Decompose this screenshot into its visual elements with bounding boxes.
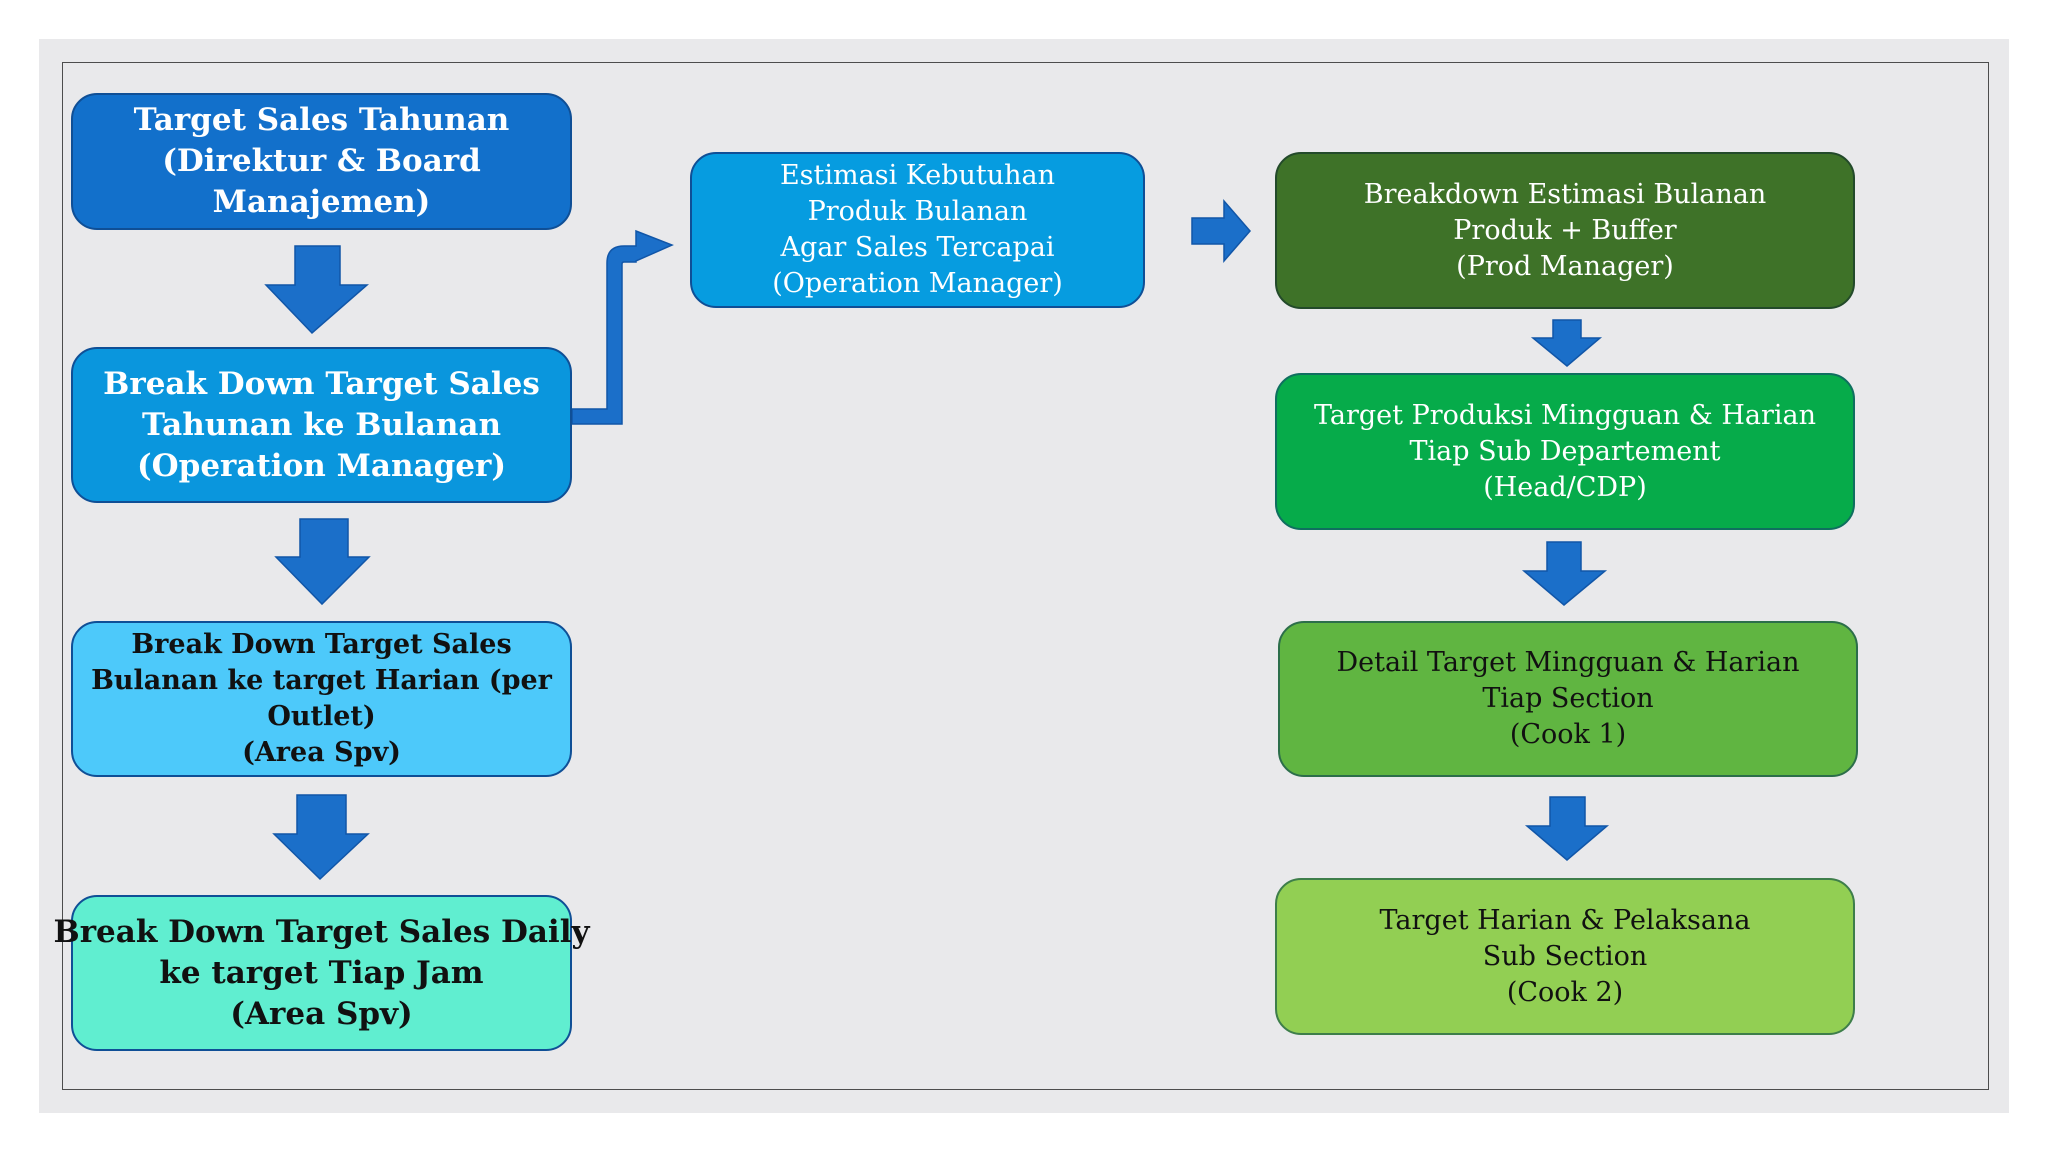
arrow-down-l1-l2 [264,245,369,335]
box-text-line: Manajemen) [212,184,431,220]
arrow-right-m1-r1 [1191,198,1251,264]
box-text-line: Tahunan ke Bulanan [142,406,501,443]
box-text-line: (Operation Manager) [772,268,1063,299]
box-text-line: (Cook 2) [1506,976,1624,1008]
box-text-line: (Head/CDP) [1483,471,1647,503]
box-text-line: Agar Sales Tercapai [780,232,1055,263]
box-breakdown-daily-jam: Break Down Target Sales Daily ke target T… [54,895,590,1051]
box-text-line: Break Down Target Sales Daily [53,913,590,950]
box-text-line: Target Sales Tahunan [133,102,510,138]
box-text-line: Breakdown Estimasi Bulanan [1363,178,1767,210]
arrow-down-r2-r3 [1521,541,1608,606]
box-text-line: Target Produksi Mingguan & Harian [1313,399,1817,431]
arrow-down-r1-r2 [1530,319,1603,367]
arrow-bent-l2-m1 [571,229,674,425]
box-text-line: Sub Section [1482,940,1648,972]
box-text-line: Tiap Sub Departement [1409,435,1721,467]
box-text-line: Produk Bulanan [807,196,1028,227]
box-text-line: Produk + Buffer [1453,214,1677,246]
box-text-line: (Operation Manager) [136,447,507,484]
arrow-down-l2-l3 [274,518,371,606]
box-text-line: (Prod Manager) [1456,250,1674,282]
box-text-line: ke target Tiap Jam [159,954,484,991]
arrow-down-l3-l4 [272,794,370,881]
box-text-line: Tiap Section [1482,683,1654,714]
box-text-line: Detail Target Mingguan & Harian [1336,647,1800,678]
box-text-line: Bulanan ke target Harian (per [91,665,552,696]
box-text-line: Estimasi Kebutuhan [779,160,1056,191]
box-text-line: Break Down Target Sales [131,629,512,660]
box-text-line: (Cook 1) [1509,719,1627,750]
box-text-line: (Direktur & Board [162,143,481,179]
box-text-line: Break Down Target Sales [103,365,540,402]
box-text-line: Target Harian & Pelaksana [1379,904,1751,936]
diagram-frame [62,62,1989,1090]
box-text-line: Outlet) [267,701,376,732]
arrow-down-r3-r4 [1524,796,1610,861]
box-text-line: (Area Spv) [242,737,401,768]
box-text-line: (Area Spv) [230,995,413,1032]
